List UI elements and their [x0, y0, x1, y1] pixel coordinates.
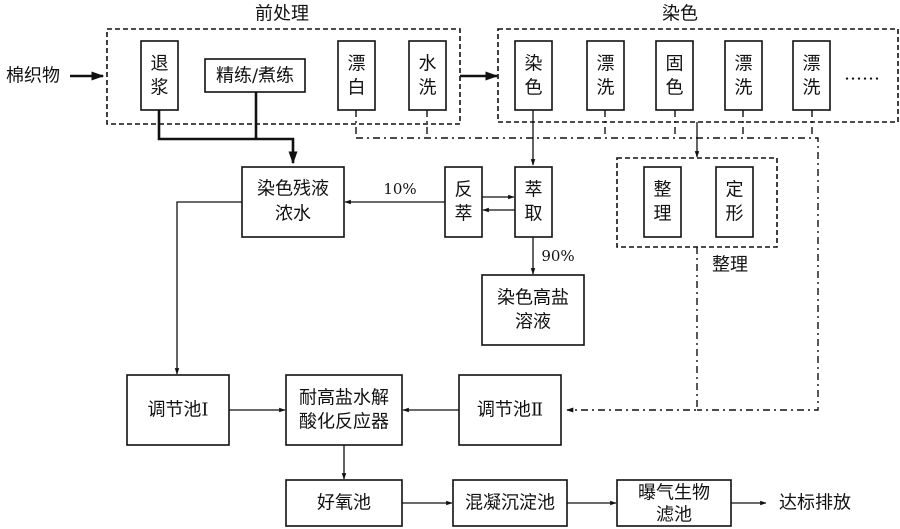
node-extraction-line2: 取 [525, 204, 543, 225]
node-residue-line1: 染色残液 [257, 179, 329, 200]
node-tank-2-label: 调节池Ⅱ [477, 400, 543, 421]
rinse-collection-line [356, 137, 819, 411]
node-aerobic-label: 好氧池 [317, 493, 371, 514]
step-setting-line2: 形 [726, 204, 744, 225]
ten-percent-label: 10% [383, 180, 416, 198]
step-setting: 定 形 [715, 166, 754, 238]
output-label: 达标排放 [779, 493, 851, 514]
node-aerobic: 好氧池 [285, 479, 403, 527]
pretreatment-wastewater-line [157, 110, 298, 165]
step-rinse-3: 漂 洗 [792, 40, 831, 111]
step-washing: 水 洗 [408, 40, 447, 111]
step-rinse-1-line2: 洗 [597, 78, 615, 99]
node-tank-1-label: 调节池Ⅰ [147, 400, 208, 421]
node-coagulation-label: 混凝沉淀池 [465, 493, 555, 514]
node-reactor: 耐高盐水解 酸化反应器 [285, 374, 403, 446]
step-scouring-label: 精练/煮练 [216, 66, 294, 87]
step-rinse-1: 漂 洗 [586, 40, 625, 111]
node-back-extraction-line2: 萃 [455, 204, 473, 225]
finishing-title: 整理 [712, 255, 748, 276]
step-finish-line2: 理 [654, 204, 672, 225]
step-rinse-2: 漂 洗 [724, 40, 763, 111]
step-bleaching-line2: 白 [348, 78, 366, 99]
node-tank-1: 调节池Ⅰ [126, 374, 230, 446]
step-desizing-line1: 退 [151, 54, 169, 75]
step-dyeing-line2: 色 [525, 78, 543, 99]
residue-to-tank1-arrow [174, 201, 242, 375]
step-bleaching: 漂 白 [337, 40, 376, 111]
step-scouring: 精练/煮练 [204, 58, 306, 93]
step-rinse-3-line2: 洗 [803, 78, 821, 99]
step-finish-line1: 整 [654, 180, 672, 201]
step-rinse-2-line2: 洗 [735, 78, 753, 99]
input-label: 棉织物 [6, 66, 60, 87]
node-baf-line2: 滤池 [656, 505, 692, 526]
step-dyeing: 染 色 [514, 40, 553, 111]
step-rinse-2-line1: 漂 [735, 54, 753, 75]
pretreatment-title: 前处理 [255, 4, 309, 25]
node-back-extraction: 反 萃 [444, 166, 483, 238]
node-baf: 曝气生物 滤池 [616, 479, 732, 527]
step-rinse-1-line1: 漂 [597, 54, 615, 75]
dyeing-group [497, 28, 899, 123]
step-fixing-line1: 固 [666, 54, 684, 75]
node-coagulation: 混凝沉淀池 [452, 479, 568, 527]
node-tank-2: 调节池Ⅱ [458, 374, 562, 446]
step-dyeing-line1: 染 [525, 54, 543, 75]
step-desizing-line2: 浆 [151, 78, 169, 99]
step-washing-line1: 水 [419, 54, 437, 75]
step-rinse-3-line1: 漂 [803, 54, 821, 75]
dyeing-title: 染色 [662, 4, 698, 25]
node-baf-line1: 曝气生物 [638, 483, 710, 504]
step-finish: 整 理 [643, 166, 682, 238]
more-steps-ellipsis: …… [844, 64, 880, 85]
node-high-salt: 染色高盐 溶液 [481, 274, 585, 346]
node-reactor-line2: 酸化反应器 [299, 412, 389, 433]
ninety-percent-label: 90% [541, 247, 574, 265]
node-back-extraction-line1: 反 [455, 180, 473, 201]
step-fixing: 固 色 [655, 40, 694, 111]
node-residue: 染色残液 浓水 [241, 166, 345, 238]
step-washing-line2: 洗 [419, 78, 437, 99]
step-fixing-line2: 色 [666, 78, 684, 99]
step-bleaching-line1: 漂 [348, 54, 366, 75]
node-high-salt-line1: 染色高盐 [497, 288, 569, 309]
node-extraction-line1: 萃 [525, 180, 543, 201]
step-setting-line1: 定 [726, 180, 744, 201]
node-extraction: 萃 取 [514, 166, 553, 238]
finishing-drain-line [566, 247, 698, 413]
node-high-salt-line2: 溶液 [515, 312, 551, 333]
step-desizing: 退 浆 [140, 40, 179, 111]
node-reactor-line1: 耐高盐水解 [299, 388, 389, 409]
node-residue-line2: 浓水 [275, 204, 311, 225]
